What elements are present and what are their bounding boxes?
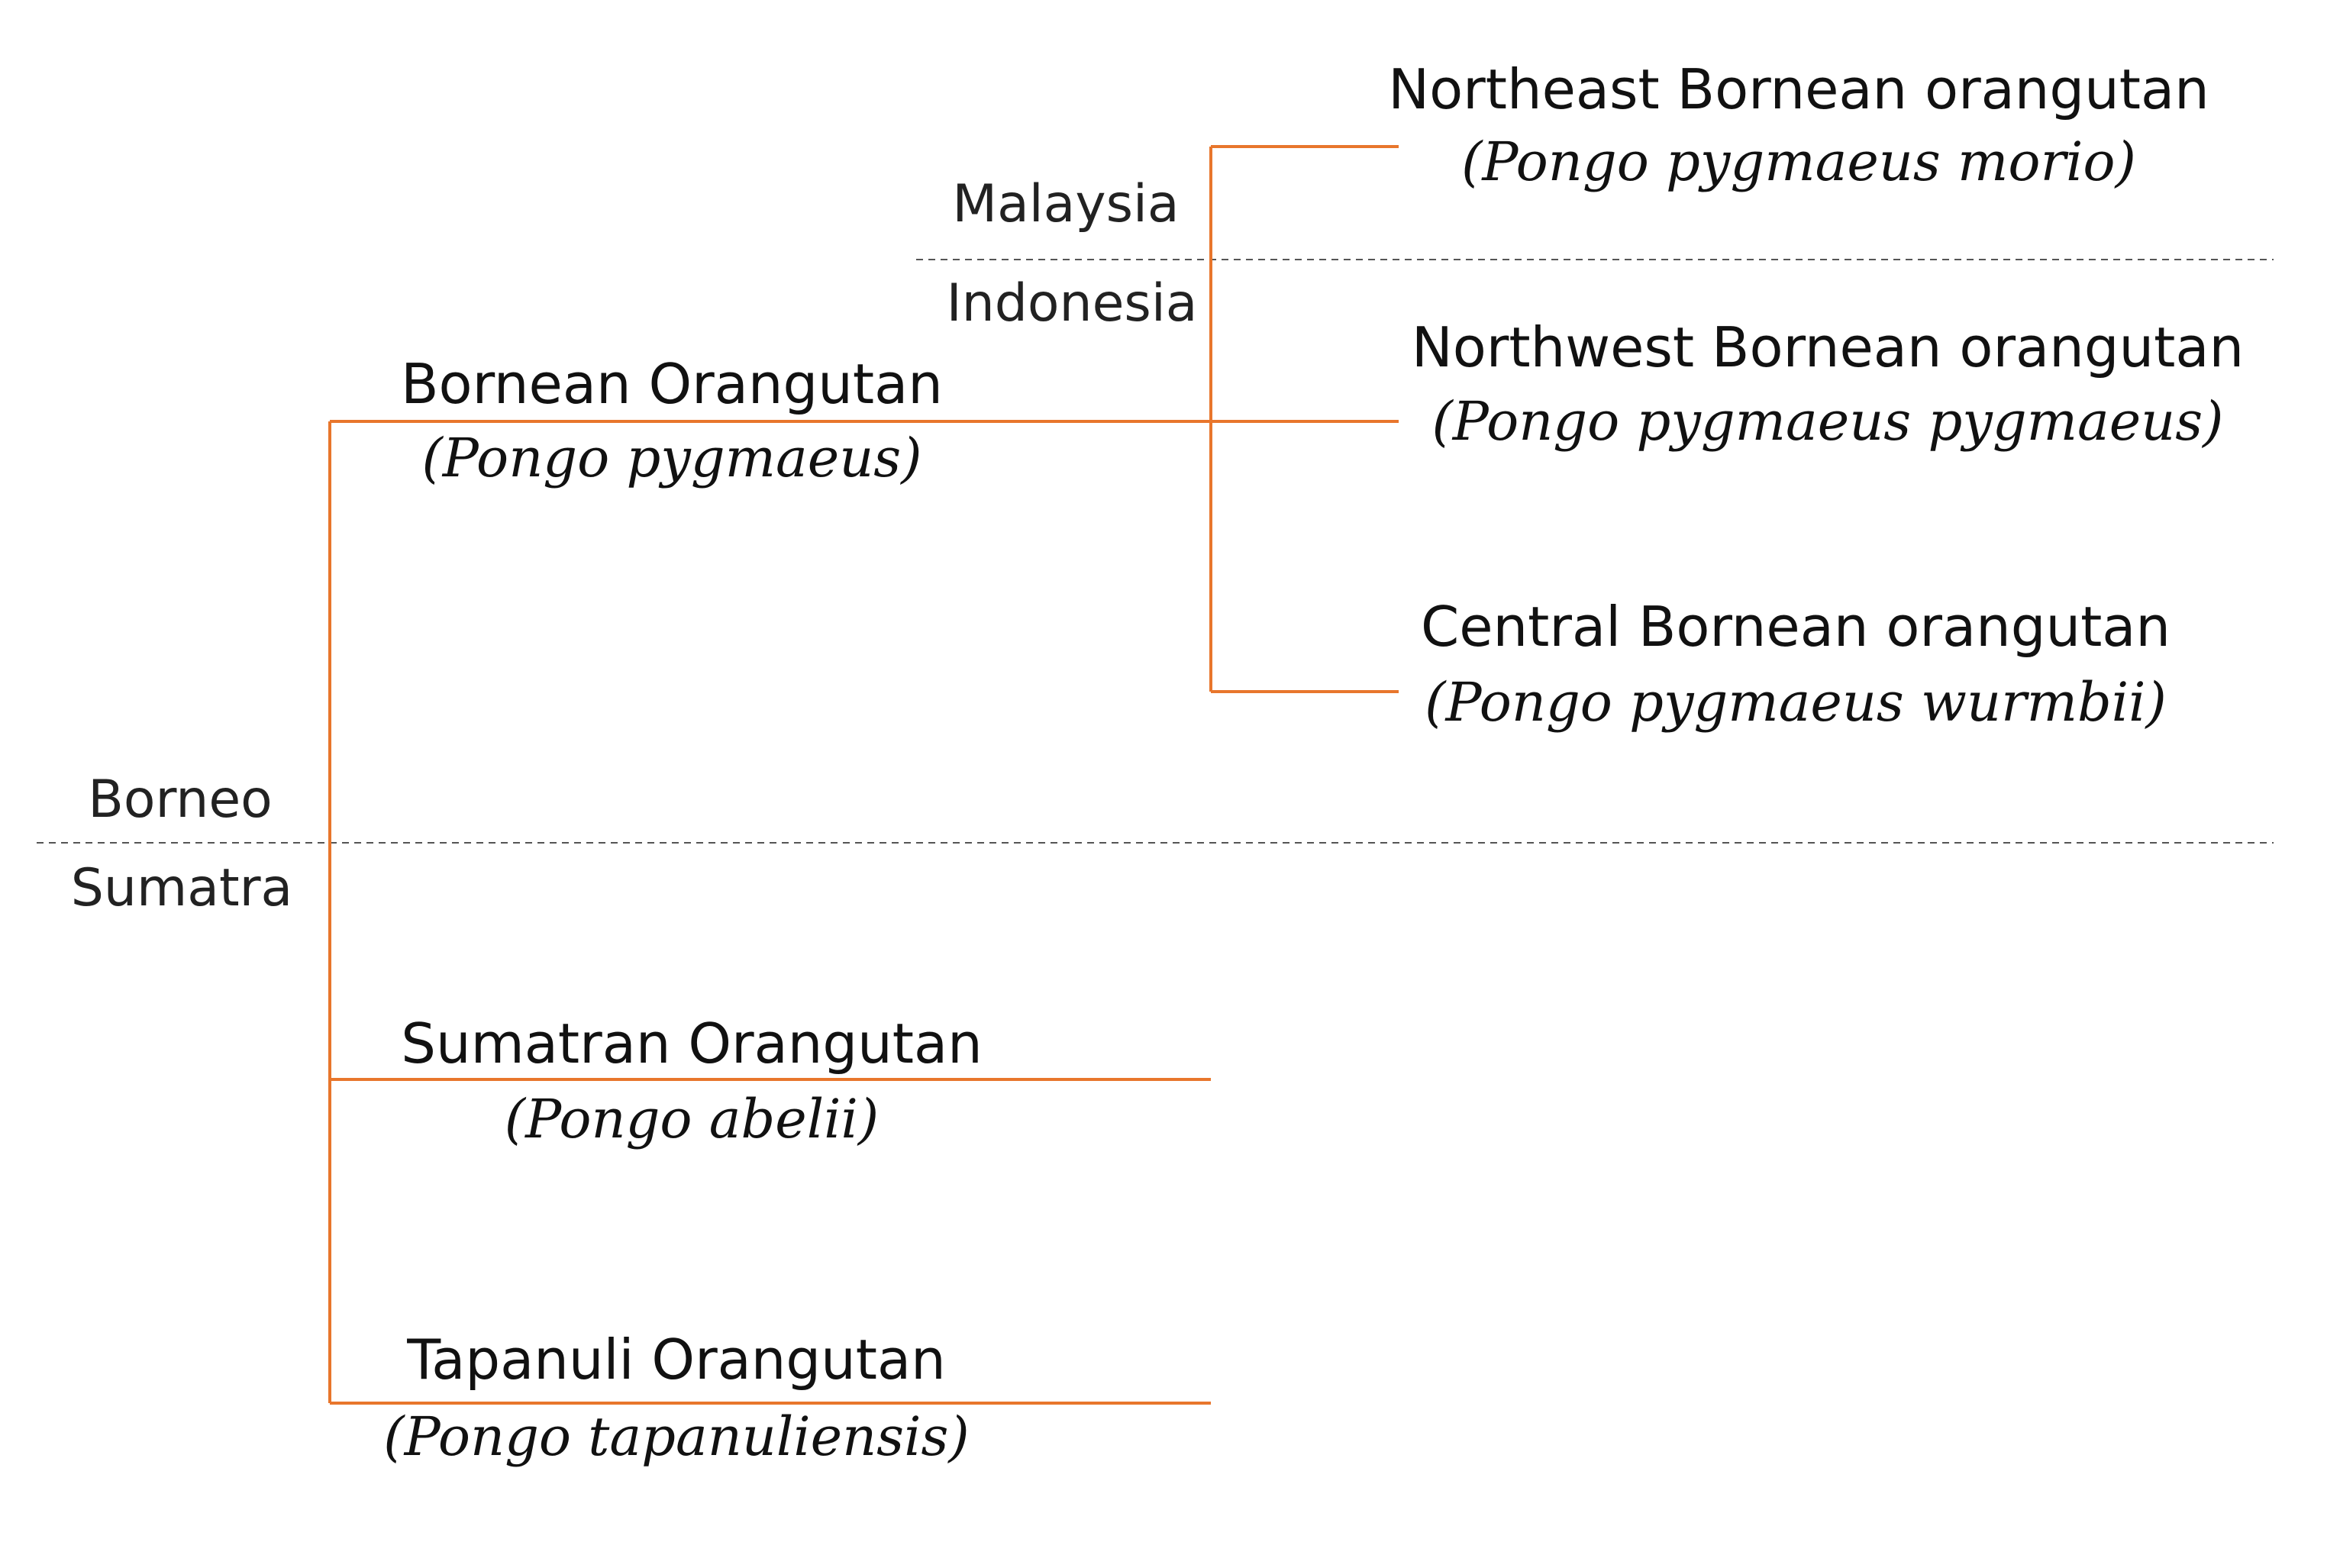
taxon-latin-name: (Pongo pygmaeus pygmaeus): [1432, 390, 2224, 453]
taxon-bornean: Bornean Orangutan (Pongo pygmaeus): [401, 352, 943, 489]
region-label-malaysia: Malaysia: [952, 174, 1179, 234]
taxon-common-name: Northwest Bornean orangutan: [1412, 315, 2244, 379]
taxon-sumatran: Sumatran Orangutan (Pongo abelii): [401, 1011, 982, 1150]
taxon-common-name: Northeast Bornean orangutan: [1388, 57, 2209, 121]
region-label-indonesia: Indonesia: [947, 273, 1198, 334]
taxon-common-name: Central Bornean orangutan: [1421, 595, 2171, 659]
taxon-common-name: Sumatran Orangutan: [401, 1011, 982, 1076]
taxon-latin-name: (Pongo pygmaeus): [421, 427, 921, 489]
taxon-central-bornean: Central Bornean orangutan (Pongo pygmaeu…: [1421, 595, 2171, 734]
taxon-common-name: Tapanuli Orangutan: [406, 1328, 946, 1392]
taxon-common-name: Bornean Orangutan: [401, 352, 943, 416]
taxon-latin-name: (Pongo abelii): [505, 1088, 879, 1150]
tree-branches: [328, 145, 1399, 1405]
taxon-latin-name: (Pongo pygmaeus morio): [1461, 131, 2136, 193]
taxon-tapanuli: Tapanuli Orangutan (Pongo tapanuliensis): [383, 1328, 969, 1468]
taxon-northwest-bornean: Northwest Bornean orangutan (Pongo pygma…: [1412, 315, 2244, 453]
taxon-latin-name: (Pongo pygmaeus wurmbii): [1425, 671, 2167, 734]
region-label-borneo: Borneo: [88, 769, 273, 830]
taxon-latin-name: (Pongo tapanuliensis): [383, 1405, 969, 1468]
taxon-northeast-bornean: Northeast Bornean orangutan (Pongo pygma…: [1388, 57, 2209, 193]
region-label-sumatra: Sumatra: [71, 858, 292, 918]
